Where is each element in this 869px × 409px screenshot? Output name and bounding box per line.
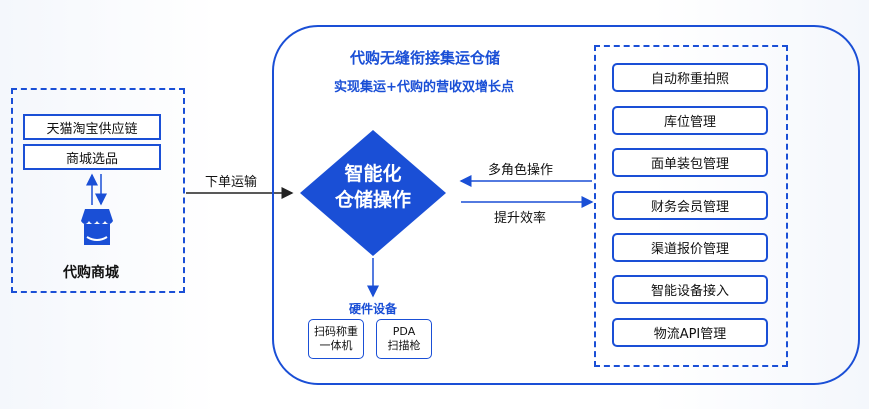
function-item: 自动称重拍照: [612, 63, 768, 92]
main-subtitle: 实现集运+代购的营收双增长点: [334, 80, 514, 95]
function-group: [594, 45, 788, 367]
shop-icon: [81, 209, 113, 245]
core-line2: 仓储操作: [334, 189, 411, 211]
core-label: 智能化 仓储操作: [298, 161, 448, 213]
label-multi-role: 多角色操作: [488, 163, 554, 178]
function-item: 物流API管理: [612, 318, 768, 347]
device-line1: PDA: [392, 325, 416, 338]
device-line1: 扫码称重: [314, 325, 358, 338]
source-mall-selection: 商城选品: [23, 144, 161, 170]
source-group: [11, 88, 185, 293]
label-efficiency: 提升效率: [494, 211, 547, 226]
label-order-transport: 下单运输: [205, 175, 258, 190]
source-supply-chain: 天猫淘宝供应链: [23, 114, 161, 140]
core-line1: 智能化: [344, 163, 402, 185]
main-title: 代购无缝衔接集运仓储: [349, 49, 500, 67]
core-diamond: [300, 130, 446, 256]
function-item: 财务会员管理: [612, 191, 768, 220]
device-scale-scanner: 扫码称重 一体机: [308, 319, 364, 359]
function-item: 面单装包管理: [612, 148, 768, 177]
function-item: 智能设备接入: [612, 275, 768, 304]
hardware-title: 硬件设备: [348, 302, 397, 316]
main-container: [272, 25, 860, 385]
function-item: 渠道报价管理: [612, 233, 768, 262]
device-line2: 一体机: [319, 339, 353, 352]
device-line2: 扫描枪: [387, 339, 421, 352]
function-item: 库位管理: [612, 106, 768, 135]
shop-label: 代购商城: [63, 265, 119, 281]
device-pda: PDA 扫描枪: [376, 319, 432, 359]
